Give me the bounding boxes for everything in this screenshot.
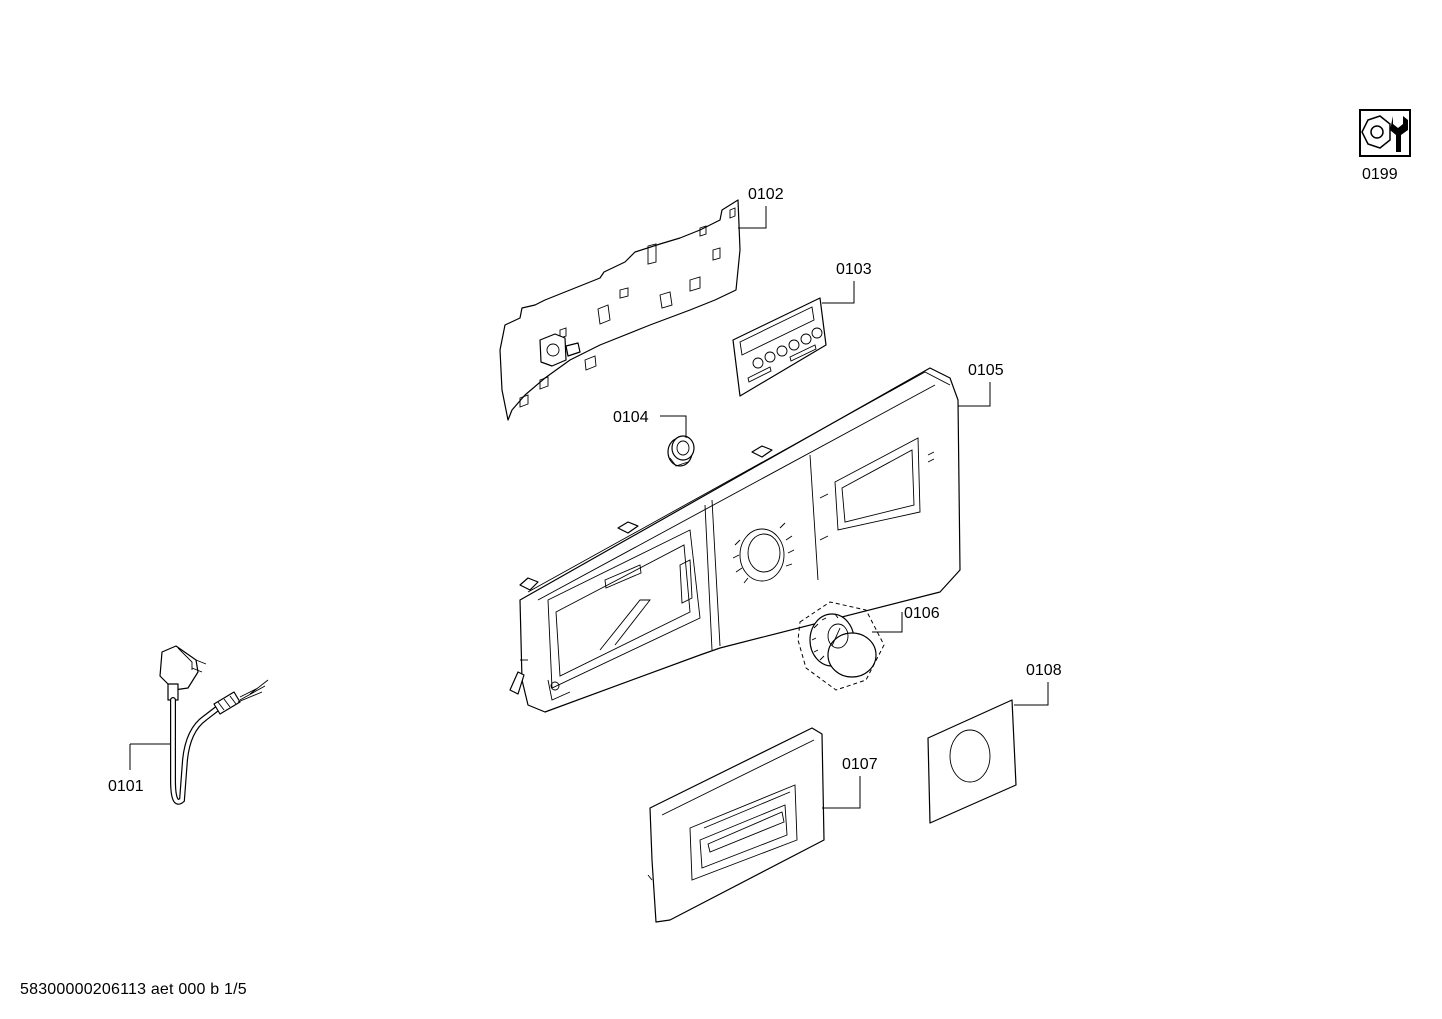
button-ring xyxy=(667,435,695,467)
service-tool-icon xyxy=(1359,109,1411,157)
leader-0104 xyxy=(660,415,687,438)
program-knob xyxy=(797,601,885,691)
label-0107: 0107 xyxy=(842,756,878,773)
label-0104: 0104 xyxy=(613,409,649,426)
leader-0105 xyxy=(958,382,991,407)
button-panel xyxy=(732,297,827,397)
control-module-board xyxy=(499,199,741,421)
label-0103: 0103 xyxy=(836,261,872,278)
label-0108: 0108 xyxy=(1026,662,1062,679)
leader-0108 xyxy=(1014,682,1049,706)
power-cord xyxy=(159,645,269,805)
leader-0103 xyxy=(822,281,855,304)
leader-0106 xyxy=(872,612,903,633)
label-0102: 0102 xyxy=(748,186,784,203)
label-0199: 0199 xyxy=(1362,166,1398,183)
leader-0102 xyxy=(738,206,767,229)
control-panel-fascia xyxy=(509,367,961,713)
drawing-reference-footer: 58300000206113 aet 000 b 1/5 xyxy=(20,981,247,998)
label-0101: 0101 xyxy=(108,778,144,795)
drawer-front-panel xyxy=(647,727,825,923)
cover-plate xyxy=(927,699,1017,824)
label-0106: 0106 xyxy=(904,605,940,622)
label-0105: 0105 xyxy=(968,362,1004,379)
leader-0107 xyxy=(822,776,861,809)
